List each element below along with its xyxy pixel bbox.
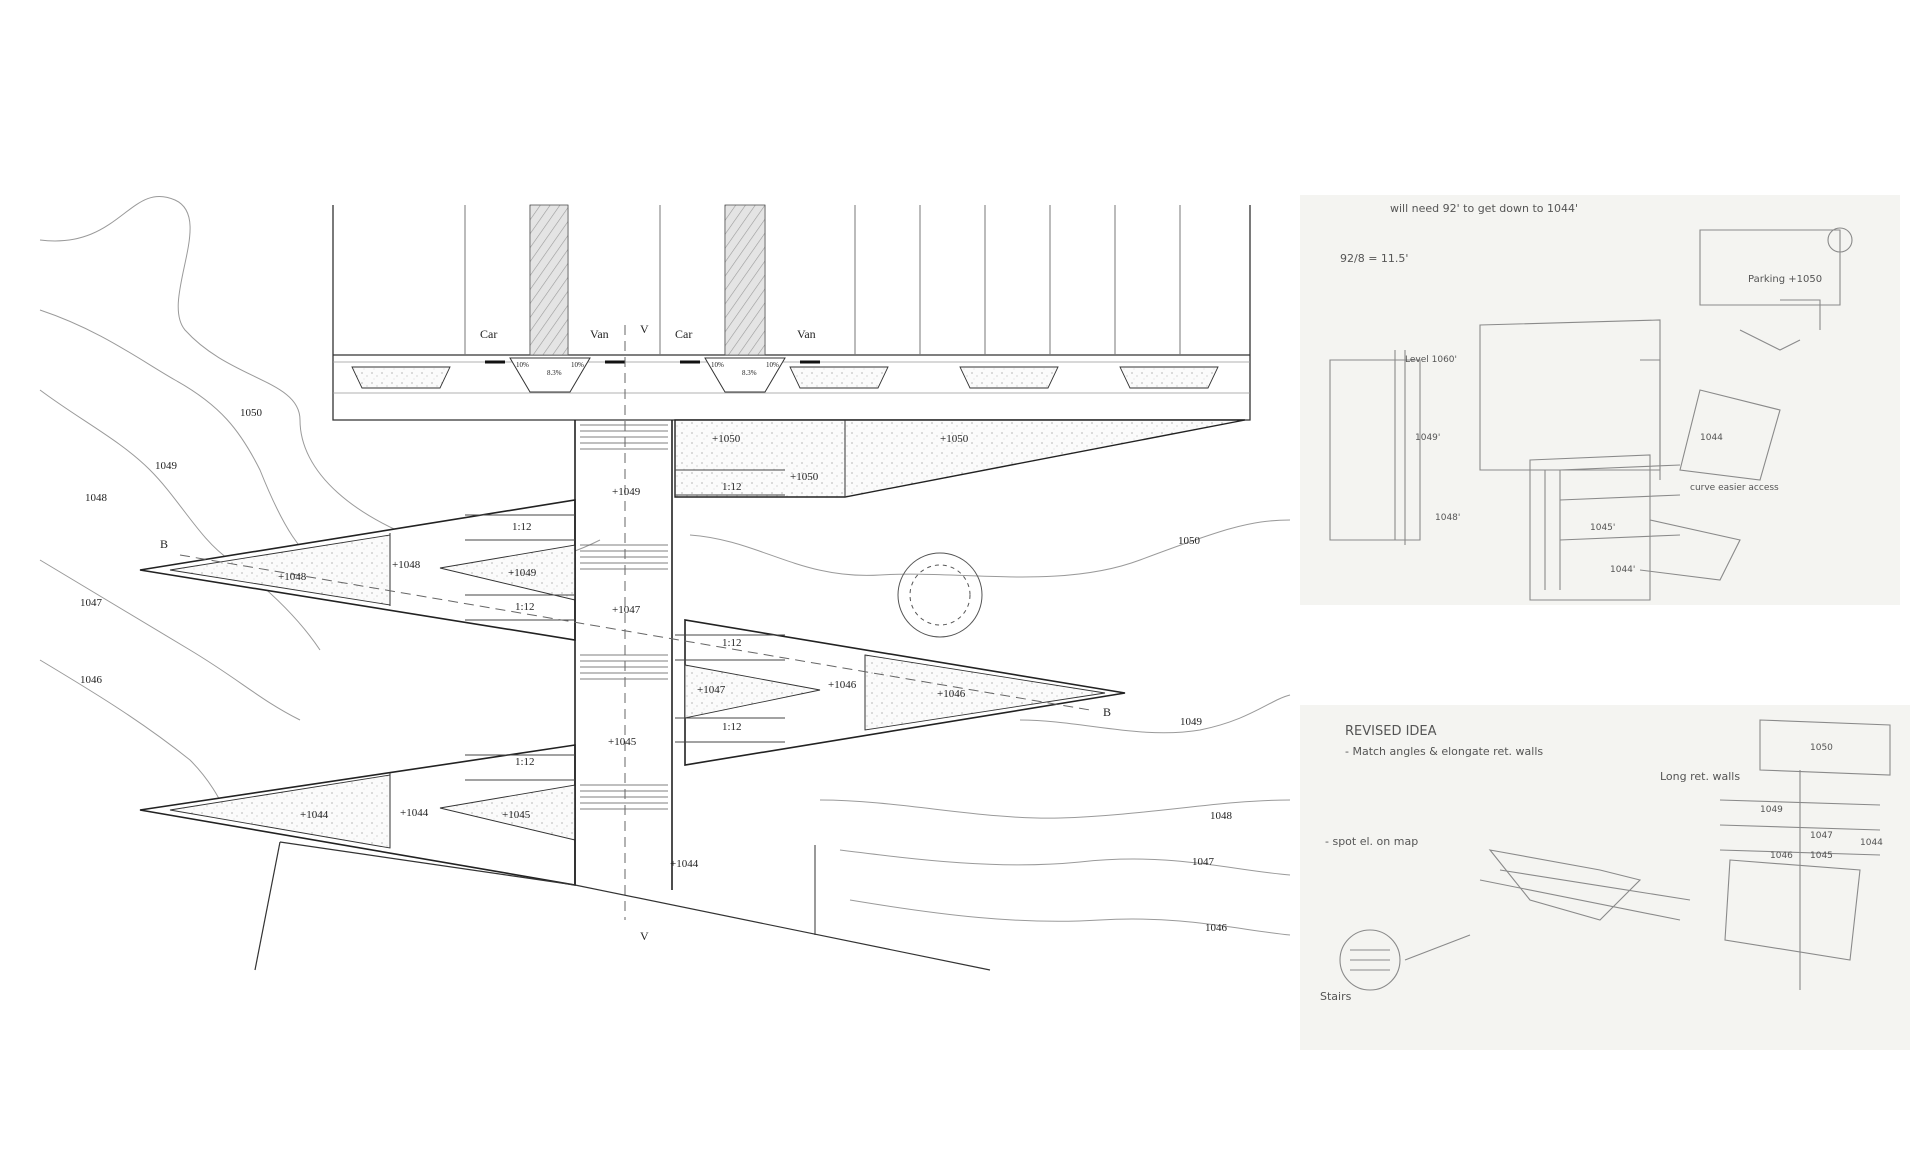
- contour-label: 1048: [1210, 810, 1233, 822]
- spot-label: Van: [797, 327, 816, 341]
- ramp-runs: [465, 469, 785, 781]
- sketch-note: REVISED IDEA: [1345, 724, 1437, 739]
- sketch-note: 1047: [1810, 831, 1833, 841]
- sketch-note: will need 92' to get down to 1044': [1390, 202, 1578, 215]
- access-aisle-hatch: [529, 204, 569, 356]
- ramp-slope-label: 1:12: [515, 601, 535, 613]
- contour-label: 1050: [1178, 535, 1201, 547]
- ramp-slope-label: 1:12: [512, 521, 532, 533]
- sketch-note: - spot el. on map: [1325, 835, 1418, 848]
- sketch-note: 1046: [1770, 851, 1793, 861]
- section-mark-v-top: V: [640, 322, 649, 336]
- planter-inner-lower-left: [169, 774, 391, 849]
- elevation-label: +1044: [300, 809, 329, 821]
- planter-inner-right-small: [684, 664, 821, 719]
- elevation-label: +1050: [940, 433, 969, 445]
- planter-inner-left: [169, 534, 391, 606]
- elevation-label: +1048: [278, 571, 307, 583]
- contour-label: 1048: [85, 492, 108, 504]
- elevation-label: +1050: [712, 433, 741, 445]
- sketch-note: curve easier access: [1690, 483, 1779, 493]
- spot-label: Car: [480, 327, 497, 341]
- sketch-note: Long ret. walls: [1660, 770, 1740, 783]
- slope-label: 10%: [711, 361, 724, 369]
- elevation-label: +1050: [790, 471, 819, 483]
- sketch-note: - Match angles & elongate ret. walls: [1345, 745, 1543, 758]
- spot-label: Car: [675, 327, 692, 341]
- tree-symbol: [897, 552, 983, 638]
- ramp-slope-labels: 1:12 1:12 1:12 1:12 1:12 1:12: [512, 481, 742, 768]
- sketch-note: 1044: [1700, 433, 1723, 443]
- contour-label: 1050: [240, 407, 263, 419]
- ramp-slope-label: 1:12: [722, 637, 742, 649]
- slope-label: 8.3%: [547, 369, 562, 377]
- section-mark-v-bottom: V: [640, 929, 649, 943]
- ramp-structure: [139, 325, 1246, 971]
- elevation-label: +1045: [502, 809, 531, 821]
- elevation-label: +1049: [612, 486, 641, 498]
- sketch-note: 1050: [1810, 743, 1833, 753]
- slope-label: 10%: [571, 361, 584, 369]
- elevation-label: +1049: [508, 567, 537, 579]
- planter-island: [351, 366, 451, 389]
- section-line-b: [179, 554, 1091, 711]
- sketch-panel-top: will need 92' to get down to 1044' 92/8 …: [1300, 195, 1900, 605]
- sketch-note: 1044: [1860, 838, 1883, 848]
- planter-island: [959, 366, 1059, 389]
- contour-label: 1049: [1180, 716, 1203, 728]
- contour-label: 1046: [1205, 922, 1228, 934]
- sketch-note: Parking +1050: [1748, 274, 1822, 285]
- elevation-label: +1046: [937, 688, 966, 700]
- section-mark-b-left: B: [160, 537, 168, 551]
- curb-ramp: [704, 357, 786, 393]
- parking-lot: [332, 204, 1251, 421]
- elevation-label: +1044: [400, 807, 429, 819]
- section-markers: V V B B: [160, 322, 1111, 943]
- sketch-note: 1049: [1760, 805, 1783, 815]
- contour-labels: 1050 1049 1048 1047 1046 1050 1049 1048 …: [80, 407, 1233, 934]
- contour-label: 1046: [80, 674, 103, 686]
- contour-lines: [39, 195, 601, 811]
- elevation-label: +1048: [392, 559, 421, 571]
- parking-labels: Car Van Car Van 10% 10% 8.3% 10% 10% 8.3…: [480, 327, 816, 377]
- parking-stall-lines: [464, 205, 1181, 355]
- contour-lines-right: [689, 519, 1291, 936]
- spot-elevations: +1050 +1050 +1050 +1049 +1048 +1048 +104…: [278, 433, 969, 870]
- stair-flights: [580, 424, 668, 810]
- ramp-slope-label: 1:12: [722, 481, 742, 493]
- elevation-label: +1046: [828, 679, 857, 691]
- elevation-label: +1044: [670, 858, 699, 870]
- slope-label: 10%: [516, 361, 529, 369]
- slope-label: 8.3%: [742, 369, 757, 377]
- sketch-panel-bottom: REVISED IDEA - Match angles & elongate r…: [1300, 705, 1910, 1050]
- ramp-slope-label: 1:12: [722, 721, 742, 733]
- planter-island: [1119, 366, 1219, 389]
- sketch-note: 1045': [1590, 523, 1615, 533]
- contour-label: 1047: [1192, 856, 1215, 868]
- access-aisle-hatch: [724, 204, 766, 356]
- sketch-note: 1044': [1610, 565, 1635, 575]
- elevation-label: +1045: [608, 736, 637, 748]
- sketch-note: 1049': [1415, 433, 1440, 443]
- sketch-note: 92/8 = 11.5': [1340, 252, 1408, 265]
- sketch-note: Stairs: [1320, 990, 1352, 1003]
- section-mark-b-right: B: [1103, 705, 1111, 719]
- sketch-note: Level 1060': [1405, 355, 1457, 365]
- elevation-label: +1047: [697, 684, 726, 696]
- planter-wedge-upper-right: [674, 419, 1246, 498]
- elevation-label: +1047: [612, 604, 641, 616]
- curb-ramp: [509, 357, 591, 393]
- slope-label: 10%: [766, 361, 779, 369]
- spot-label: Van: [590, 327, 609, 341]
- sketch-note: 1048': [1435, 513, 1460, 523]
- sketch-note: 1045: [1810, 851, 1833, 861]
- contour-label: 1049: [155, 460, 178, 472]
- ramp-slope-label: 1:12: [515, 756, 535, 768]
- contour-label: 1047: [80, 597, 103, 609]
- planter-island: [789, 366, 889, 389]
